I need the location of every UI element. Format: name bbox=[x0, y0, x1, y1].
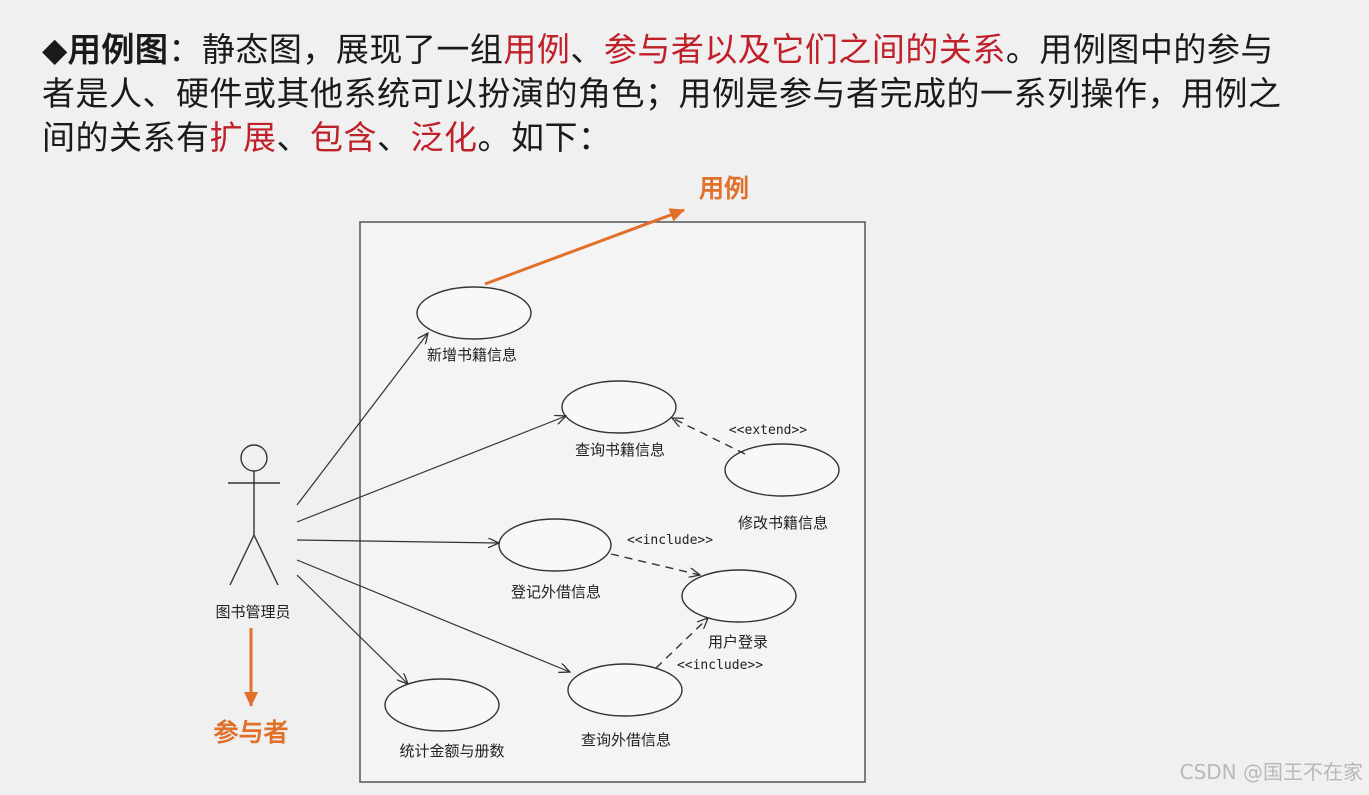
callout-use-case: 用例 bbox=[699, 174, 749, 203]
diamond-bullet-icon: ◆ bbox=[42, 30, 68, 69]
association-register-lending bbox=[296, 540, 499, 543]
label-stats: 统计金额与册数 bbox=[399, 742, 504, 760]
stereotype-include-2: <<include>> bbox=[677, 658, 763, 673]
actor-stick-figure-icon bbox=[228, 444, 280, 586]
label-add-book: 新增书籍信息 bbox=[427, 346, 517, 364]
watermark: CSDN @国王不在家 bbox=[1179, 760, 1363, 784]
label-modify-book: 修改书籍信息 bbox=[738, 514, 828, 532]
callout-arrow-use-case bbox=[484, 208, 685, 286]
association-query-book bbox=[296, 416, 566, 523]
heading-highlight-extend: 扩展 bbox=[209, 118, 277, 157]
label-user-login: 用户登录 bbox=[708, 633, 768, 651]
label-register-lending: 登记外借信息 bbox=[511, 583, 601, 601]
heading-text: ◆用例图：静态图，展现了一组用例、参与者以及它们之间的关系。用例图中的参与者是人… bbox=[42, 28, 1302, 160]
actor-label: 图书管理员 bbox=[215, 603, 290, 621]
association-stats bbox=[296, 574, 408, 684]
use-case-stats bbox=[384, 678, 500, 732]
heading-part-6: 。如下： bbox=[477, 118, 612, 157]
heading-part-4: 、 bbox=[276, 118, 310, 157]
label-query-book: 查询书籍信息 bbox=[575, 441, 665, 459]
heading-highlight-use-case: 用例 bbox=[503, 30, 571, 69]
heading-term: 用例图 bbox=[67, 30, 169, 69]
label-query-lending: 查询外借信息 bbox=[581, 731, 671, 749]
use-case-modify-book bbox=[724, 443, 840, 497]
include-relationship-2 bbox=[655, 618, 708, 669]
stereotype-include-1: <<include>> bbox=[627, 533, 713, 548]
association-query-lending bbox=[296, 559, 570, 672]
use-case-query-book bbox=[561, 380, 677, 434]
include-relationship-1 bbox=[610, 553, 700, 575]
heading-highlight-actors: 参与者以及它们之间的关系 bbox=[603, 30, 1006, 69]
callout-actor: 参与者 bbox=[213, 718, 288, 747]
heading-part-3: 。用例图中的参与者是人、硬件或其他系统可以扮演的角色；用例是参与者完成的一系列操… bbox=[42, 30, 1282, 157]
heading-part-1: ：静态图，展现了一组 bbox=[168, 30, 504, 69]
use-case-add-book bbox=[416, 286, 532, 340]
use-case-register-lending bbox=[498, 518, 612, 572]
heading-part-5: 、 bbox=[377, 118, 411, 157]
heading-highlight-generalize: 泛化 bbox=[410, 118, 478, 157]
heading-highlight-include: 包含 bbox=[310, 118, 377, 157]
use-case-user-login bbox=[681, 569, 797, 623]
use-case-query-lending bbox=[567, 663, 683, 717]
heading-part-2: 、 bbox=[570, 30, 604, 69]
stereotype-extend: <<extend>> bbox=[729, 423, 807, 438]
association-add-book bbox=[296, 333, 428, 506]
